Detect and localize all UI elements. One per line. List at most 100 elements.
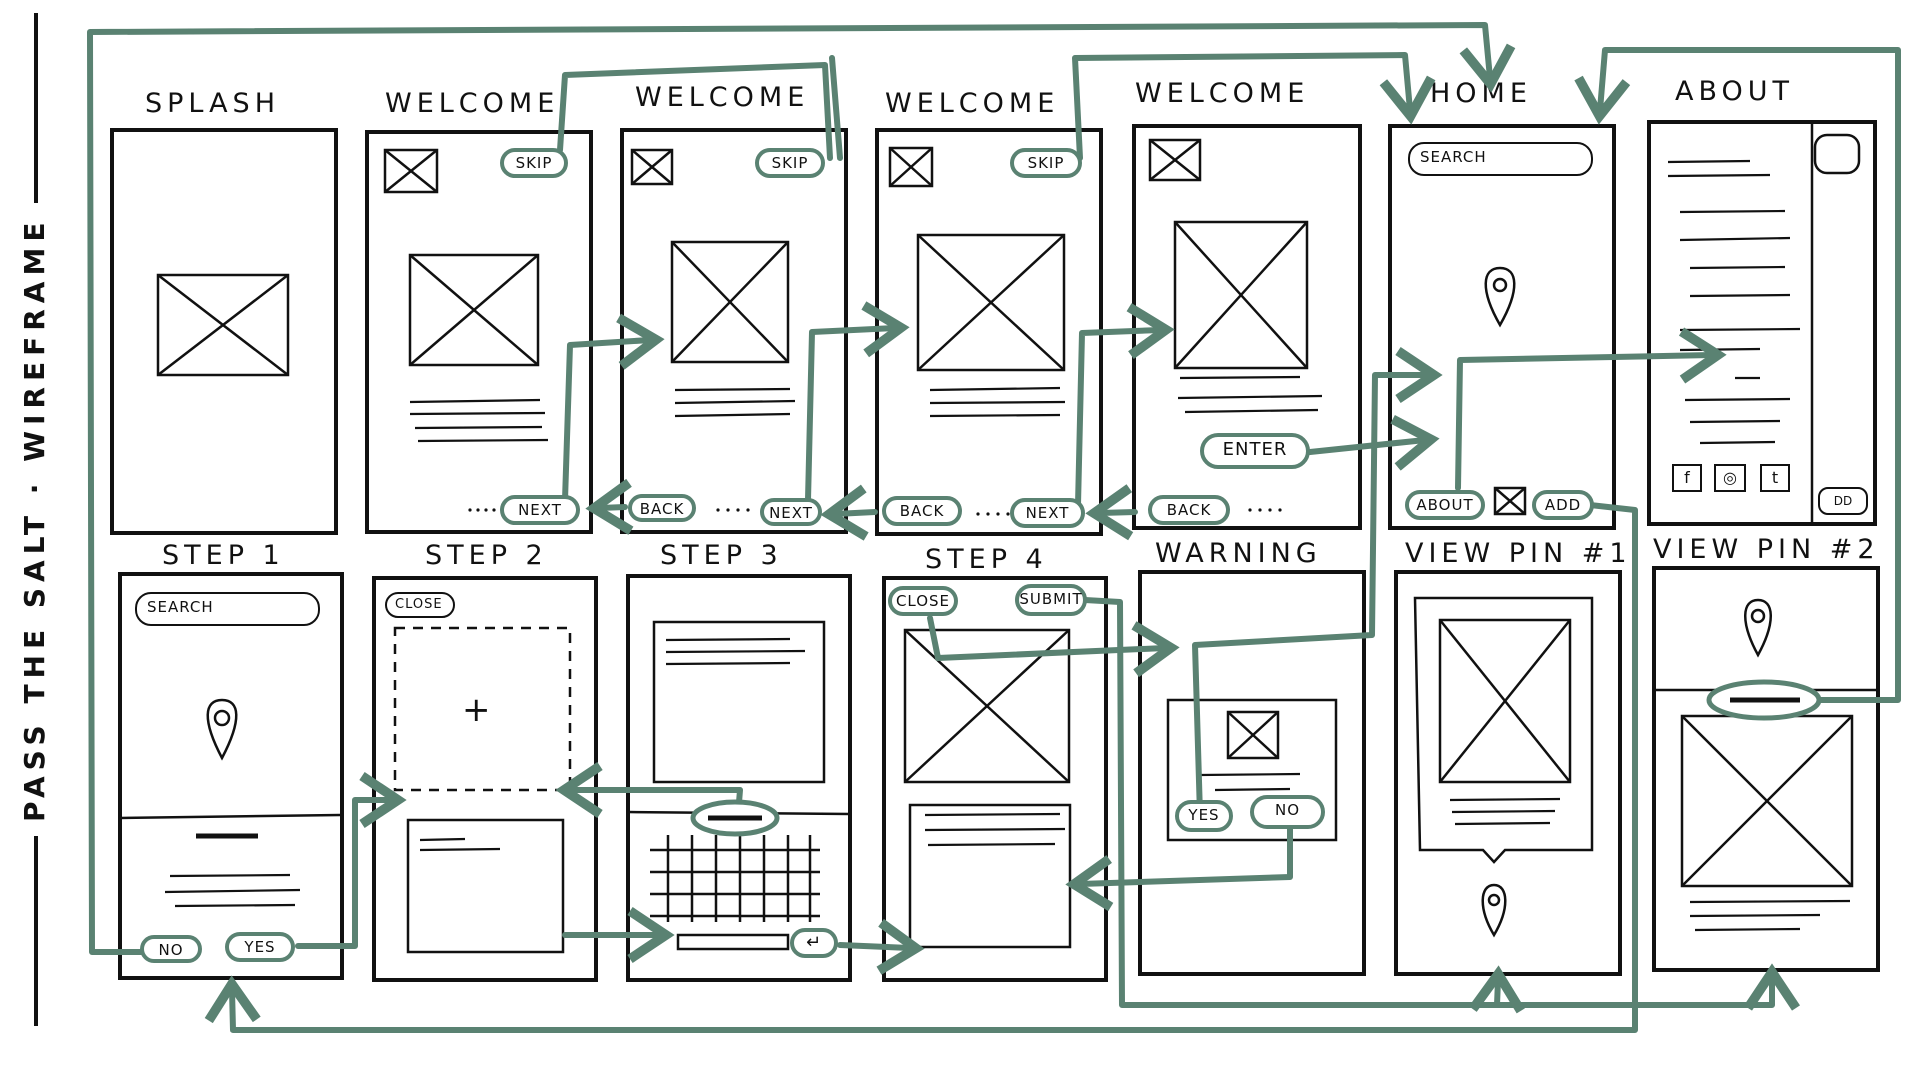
- home-search-placeholder: SEARCH: [1420, 148, 1487, 166]
- image-placeholder-icon: [630, 148, 674, 186]
- image-placeholder-icon: [670, 240, 790, 364]
- next-button[interactable]: NEXT: [1010, 498, 1085, 528]
- step2-close-button[interactable]: CLOSE: [385, 592, 455, 618]
- label-step4: STEP 4: [925, 544, 1048, 575]
- about-button[interactable]: ABOUT: [1405, 490, 1485, 520]
- label-splash: SPLASH: [145, 88, 280, 119]
- connector-back-1: [585, 478, 634, 535]
- label-view-pin-2: VIEW PIN #2: [1653, 534, 1880, 565]
- connector-no-to-home: [87, 22, 1516, 955]
- warning-yes-button[interactable]: YES: [1175, 800, 1233, 832]
- connector-step3-step4: [837, 918, 925, 975]
- upload-preview-card: [406, 818, 565, 954]
- add-button[interactable]: ADD: [1532, 490, 1594, 520]
- image-placeholder-icon: [1226, 710, 1280, 760]
- connector-back-2: [820, 484, 878, 541]
- back-button[interactable]: BACK: [628, 494, 696, 522]
- screen-splash: [110, 128, 338, 535]
- connector-close-warning: [927, 615, 1180, 678]
- about-scroll-thumb: [1813, 133, 1861, 175]
- screen-view-pin-1: [1394, 570, 1622, 976]
- step1-search-placeholder: SEARCH: [147, 598, 214, 616]
- connector-next-1: [562, 313, 665, 503]
- image-placeholder-icon: [916, 233, 1066, 372]
- connector-submit-viewpin1: [1468, 965, 1525, 1014]
- upload-dropzone: [393, 626, 572, 792]
- location-pin-icon: [1484, 266, 1516, 328]
- plus-icon[interactable]: +: [462, 690, 491, 730]
- next-button[interactable]: NEXT: [500, 495, 580, 525]
- location-pin-icon: [1744, 598, 1772, 658]
- connector-skip-joint: [829, 55, 843, 161]
- label-welcome-1: WELCOME: [385, 88, 560, 119]
- warning-no-button[interactable]: NO: [1250, 795, 1325, 829]
- back-button[interactable]: BACK: [882, 496, 962, 526]
- close-button[interactable]: CLOSE: [888, 586, 958, 616]
- screen-about: [1647, 120, 1877, 526]
- label-welcome-2: WELCOME: [635, 82, 810, 113]
- twitter-icon[interactable]: t: [1760, 464, 1790, 492]
- instagram-icon[interactable]: ◎: [1714, 464, 1746, 492]
- label-welcome-4: WELCOME: [1135, 78, 1310, 109]
- page-dots: [468, 508, 1282, 516]
- label-welcome-3: WELCOME: [885, 88, 1060, 119]
- warning-dialog: [1166, 698, 1338, 842]
- connector-home-about: [1455, 327, 1727, 491]
- yes-button[interactable]: YES: [225, 932, 295, 962]
- image-placeholder-icon: [383, 148, 439, 194]
- image-placeholder-icon: [1173, 220, 1309, 370]
- connector-back-3: [1085, 484, 1138, 541]
- image-placeholder-icon: [1680, 714, 1854, 888]
- location-pin-icon: [1481, 883, 1507, 938]
- connector-yes-step2: [295, 772, 407, 949]
- label-view-pin-1: VIEW PIN #1: [1405, 538, 1632, 569]
- connector-submit-viewpins: [1082, 597, 1800, 1011]
- connector-next-3: [1075, 303, 1175, 508]
- skip-button[interactable]: SKIP: [1010, 148, 1082, 178]
- no-button[interactable]: NO: [140, 935, 202, 963]
- image-placeholder-icon: [888, 146, 934, 188]
- skip-button[interactable]: SKIP: [755, 148, 825, 178]
- connector-enter-home: [1307, 414, 1440, 471]
- image-placeholder-icon: [1493, 486, 1527, 516]
- step3-input-bar: [676, 933, 790, 951]
- screen-welcome-1: [365, 130, 593, 534]
- label-step2: STEP 2: [425, 540, 548, 571]
- label-about: ABOUT: [1675, 76, 1795, 107]
- flow-connectors: [87, 22, 1901, 1033]
- image-placeholder-icon: [156, 273, 290, 377]
- label-step3: STEP 3: [660, 540, 783, 571]
- calendar-grid: [650, 835, 820, 922]
- dd-button[interactable]: DD: [1818, 487, 1868, 515]
- pin-popup-card: [1413, 596, 1594, 864]
- skip-button[interactable]: SKIP: [500, 148, 568, 178]
- image-placeholder-icon: [408, 253, 540, 367]
- step4-text-card: [908, 803, 1072, 949]
- location-pin-icon: [206, 698, 238, 761]
- connector-next-2: [805, 301, 910, 503]
- connector-viewpin2-to-about: [1574, 47, 1901, 703]
- connector-add-step1: [204, 502, 1638, 1033]
- next-button[interactable]: NEXT: [760, 498, 822, 526]
- facebook-icon[interactable]: f: [1672, 464, 1702, 492]
- text-lines: [164, 159, 1851, 932]
- connector-skip-2-home: [1072, 52, 1436, 161]
- home-search-input[interactable]: SEARCH: [1408, 142, 1593, 176]
- enter-button[interactable]: ENTER: [1200, 433, 1310, 469]
- step1-search-input[interactable]: SEARCH: [135, 592, 320, 626]
- connector-no-step4: [1065, 825, 1293, 912]
- screen-step1: [118, 572, 344, 980]
- image-placeholder-icon: [1438, 618, 1572, 784]
- label-warning: WARNING: [1155, 538, 1322, 569]
- image-placeholder-icon: [1148, 138, 1202, 182]
- connector-yes-home: [1192, 347, 1443, 818]
- step3-card: [652, 620, 826, 784]
- back-button[interactable]: BACK: [1148, 495, 1230, 525]
- label-step1: STEP 1: [162, 540, 285, 571]
- return-button[interactable]: ↵: [790, 928, 838, 958]
- connector-skip-1: [557, 62, 833, 161]
- step2-close-label: CLOSE: [395, 597, 443, 612]
- sheet-divider: [119, 813, 341, 820]
- submit-button[interactable]: SUBMIT: [1015, 584, 1087, 616]
